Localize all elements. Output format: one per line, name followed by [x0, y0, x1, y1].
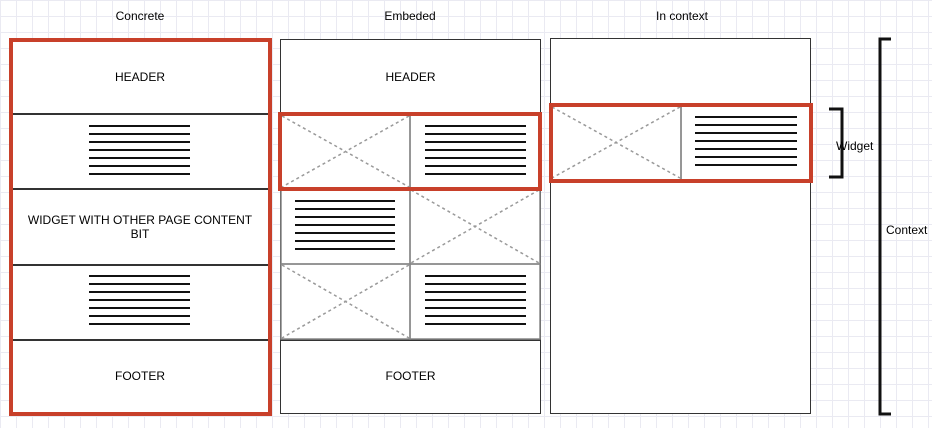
- embedded-header-label: HEADER: [385, 70, 436, 84]
- context-annotation-label: Context: [886, 223, 928, 237]
- text-lines-icon: [295, 200, 395, 250]
- in-context-widget-highlight: [549, 103, 813, 183]
- text-lines-icon: [89, 275, 190, 325]
- text-lines-icon: [89, 125, 190, 175]
- embedded-footer: FOOTER: [282, 341, 539, 411]
- text-lines-icon: [425, 125, 526, 175]
- text-lines-icon: [695, 116, 797, 166]
- context-bracket: [878, 37, 891, 416]
- concrete-header-label: HEADER: [114, 70, 165, 84]
- concrete-widget-label: WIDGET WITH OTHER PAGE CONTENT BIT: [27, 213, 253, 241]
- widget-bracket: [829, 107, 844, 179]
- divider: [10, 339, 270, 341]
- concrete-column-title: Concrete: [115, 9, 165, 23]
- in-context-page-frame: [550, 38, 811, 414]
- embedded-header: HEADER: [282, 41, 539, 113]
- embedded-widget-highlight: [278, 112, 542, 191]
- divider: [10, 113, 270, 115]
- image-placeholder-icon: [281, 115, 410, 188]
- text-lines-icon: [425, 275, 526, 325]
- embedded-footer-label: FOOTER: [385, 369, 436, 383]
- image-placeholder-icon: [551, 106, 681, 179]
- image-placeholder-icon: [281, 264, 410, 339]
- divider: [10, 188, 270, 190]
- in-context-column-title: In context: [655, 9, 709, 23]
- concrete-footer: FOOTER: [12, 341, 268, 411]
- concrete-footer-label: FOOTER: [115, 369, 165, 383]
- divider: [10, 264, 270, 266]
- embedded-column-title: Embeded: [384, 9, 436, 23]
- concrete-widget-section: WIDGET WITH OTHER PAGE CONTENT BIT: [18, 190, 262, 264]
- concrete-header: HEADER: [12, 41, 268, 113]
- concrete-widget-highlight: [9, 38, 272, 416]
- widget-annotation-label: Widget: [836, 139, 874, 153]
- image-placeholder-icon: [410, 189, 540, 264]
